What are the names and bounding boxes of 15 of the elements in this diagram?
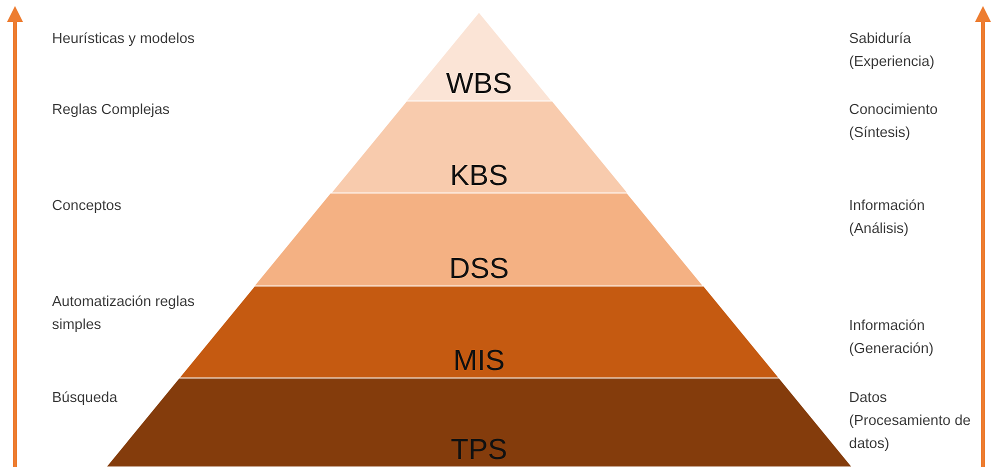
side-label: Automatización reglas simples [52, 293, 196, 335]
side-label: Reglas Complejas [52, 101, 171, 120]
side-label: Sabiduría (Experiencia) [849, 30, 936, 72]
side-label: Información (Generación) [849, 317, 935, 359]
level-label: DSS [448, 254, 510, 285]
side-label: Búsqueda [52, 389, 118, 408]
side-label: Heurísticas y modelos [52, 30, 196, 49]
level-label: KBS [448, 161, 509, 192]
level-label: TPS [450, 435, 508, 466]
side-label: Datos (Procesamiento de datos) [849, 389, 971, 454]
level-label: WBS [444, 69, 514, 100]
level-label: MIS [452, 346, 506, 377]
side-label: Conocimiento (Síntesis) [849, 101, 939, 143]
side-label: Información (Análisis) [849, 197, 926, 239]
side-label: Conceptos [52, 197, 122, 216]
